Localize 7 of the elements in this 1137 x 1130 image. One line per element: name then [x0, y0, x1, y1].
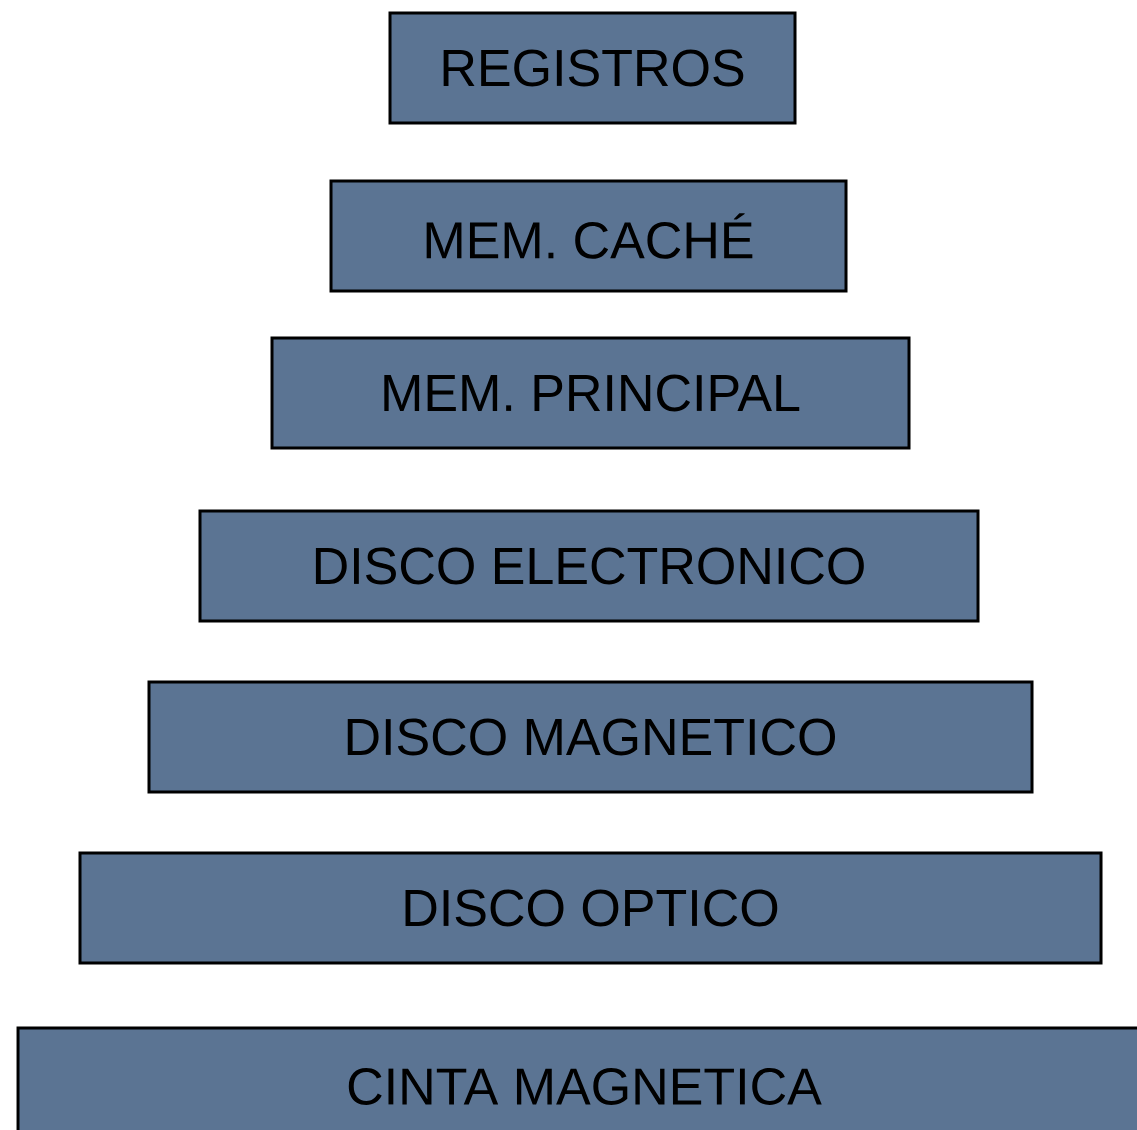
level-box: DISCO OPTICO: [78, 851, 1103, 965]
level-box: DISCO ELECTRONICO: [198, 509, 980, 623]
level-box: MEM. CACHÉ: [329, 179, 848, 293]
level-box: MEM. PRINCIPAL: [270, 336, 911, 450]
level-box: REGISTROS: [388, 11, 797, 125]
level-box: DISCO MAGNETICO: [147, 680, 1034, 794]
level-box: CINTA MAGNETICA: [16, 1026, 1137, 1130]
